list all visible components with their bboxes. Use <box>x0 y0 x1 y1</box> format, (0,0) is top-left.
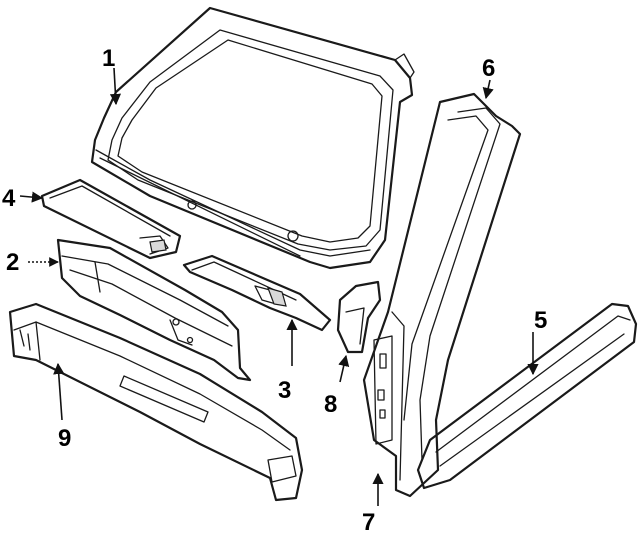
cowl-panel-part-4 <box>40 178 182 260</box>
callout-9: 9 <box>58 425 71 452</box>
windshield-frame-part-1 <box>90 6 415 270</box>
callout-7: 7 <box>362 509 375 534</box>
callout-1: 1 <box>102 45 115 72</box>
rocker-panel-part-5 <box>416 302 638 490</box>
callout-2: 2 <box>6 249 19 276</box>
dash-panel-part-2 <box>56 238 252 382</box>
crossmember-part-9 <box>8 302 304 502</box>
callout-5: 5 <box>534 307 547 334</box>
callout-3: 3 <box>278 377 291 404</box>
a-pillar-part-6 <box>362 92 522 498</box>
callout-6: 6 <box>482 55 495 82</box>
cowl-extension-part-3 <box>182 254 332 332</box>
callout-leaders <box>19 67 539 506</box>
hinge-bracket-part-8 <box>336 280 382 354</box>
callout-8: 8 <box>324 391 337 418</box>
callout-4: 4 <box>2 185 16 212</box>
